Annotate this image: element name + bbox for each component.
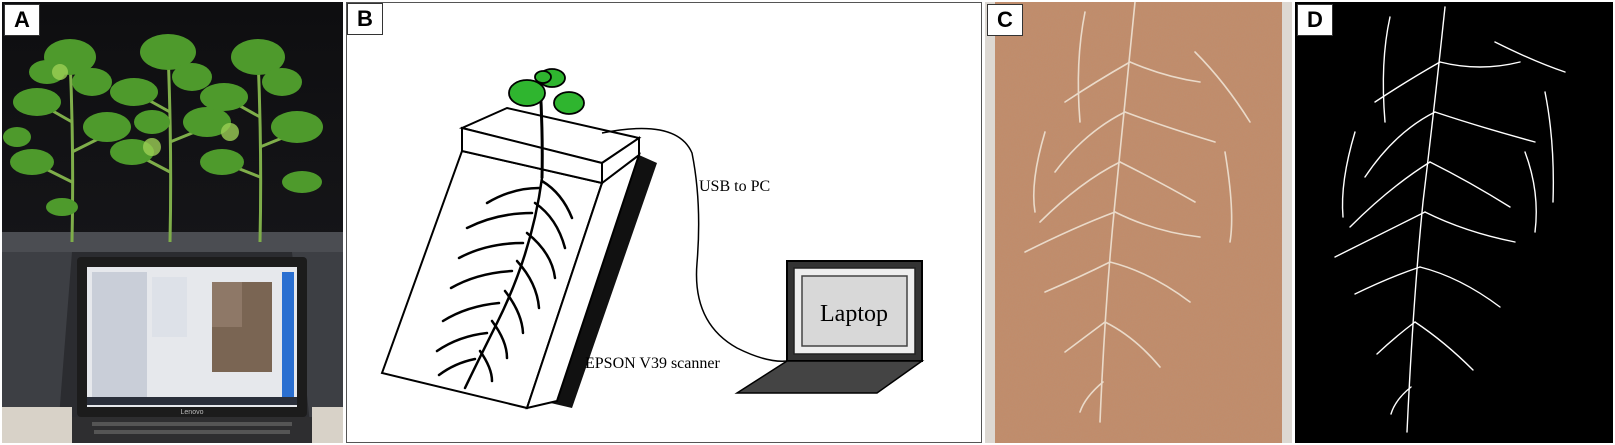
panel-a-photo: Lenovo A [2,2,343,443]
panel-c-label: C [987,4,1023,36]
laptop-photo: Lenovo [62,257,322,443]
seedling-leaves [508,68,585,115]
laptop-label: Laptop [820,301,888,327]
root-scan-image [985,2,1292,443]
plant-leaves [3,34,323,216]
panel-b-label: B [347,3,383,35]
scanned-roots [1024,2,1251,423]
laptop-brand-text: Lenovo [181,409,204,416]
usb-cable [601,127,788,362]
usb-label: USB to PC [699,178,770,195]
panel-c-root-scan: C [985,2,1292,443]
setup-schematic: USB to PC EPSON V39 scanner Laptop [380,68,925,410]
panel-d-label: D [1297,4,1333,36]
tray-rack [2,232,343,252]
root-system [435,176,574,390]
panel-b-diagram: USB to PC EPSON V39 scanner Laptop B [346,2,982,443]
panel-a-label: A [4,4,40,36]
scanner-label: EPSON V39 scanner [585,355,720,372]
panel-d-segmented-roots: D [1295,2,1613,443]
segmented-roots [1334,6,1566,433]
laptop-drawing: Laptop [734,260,925,394]
plants-laptop-photo: Lenovo [2,2,343,443]
segmented-root-image [1295,2,1613,443]
